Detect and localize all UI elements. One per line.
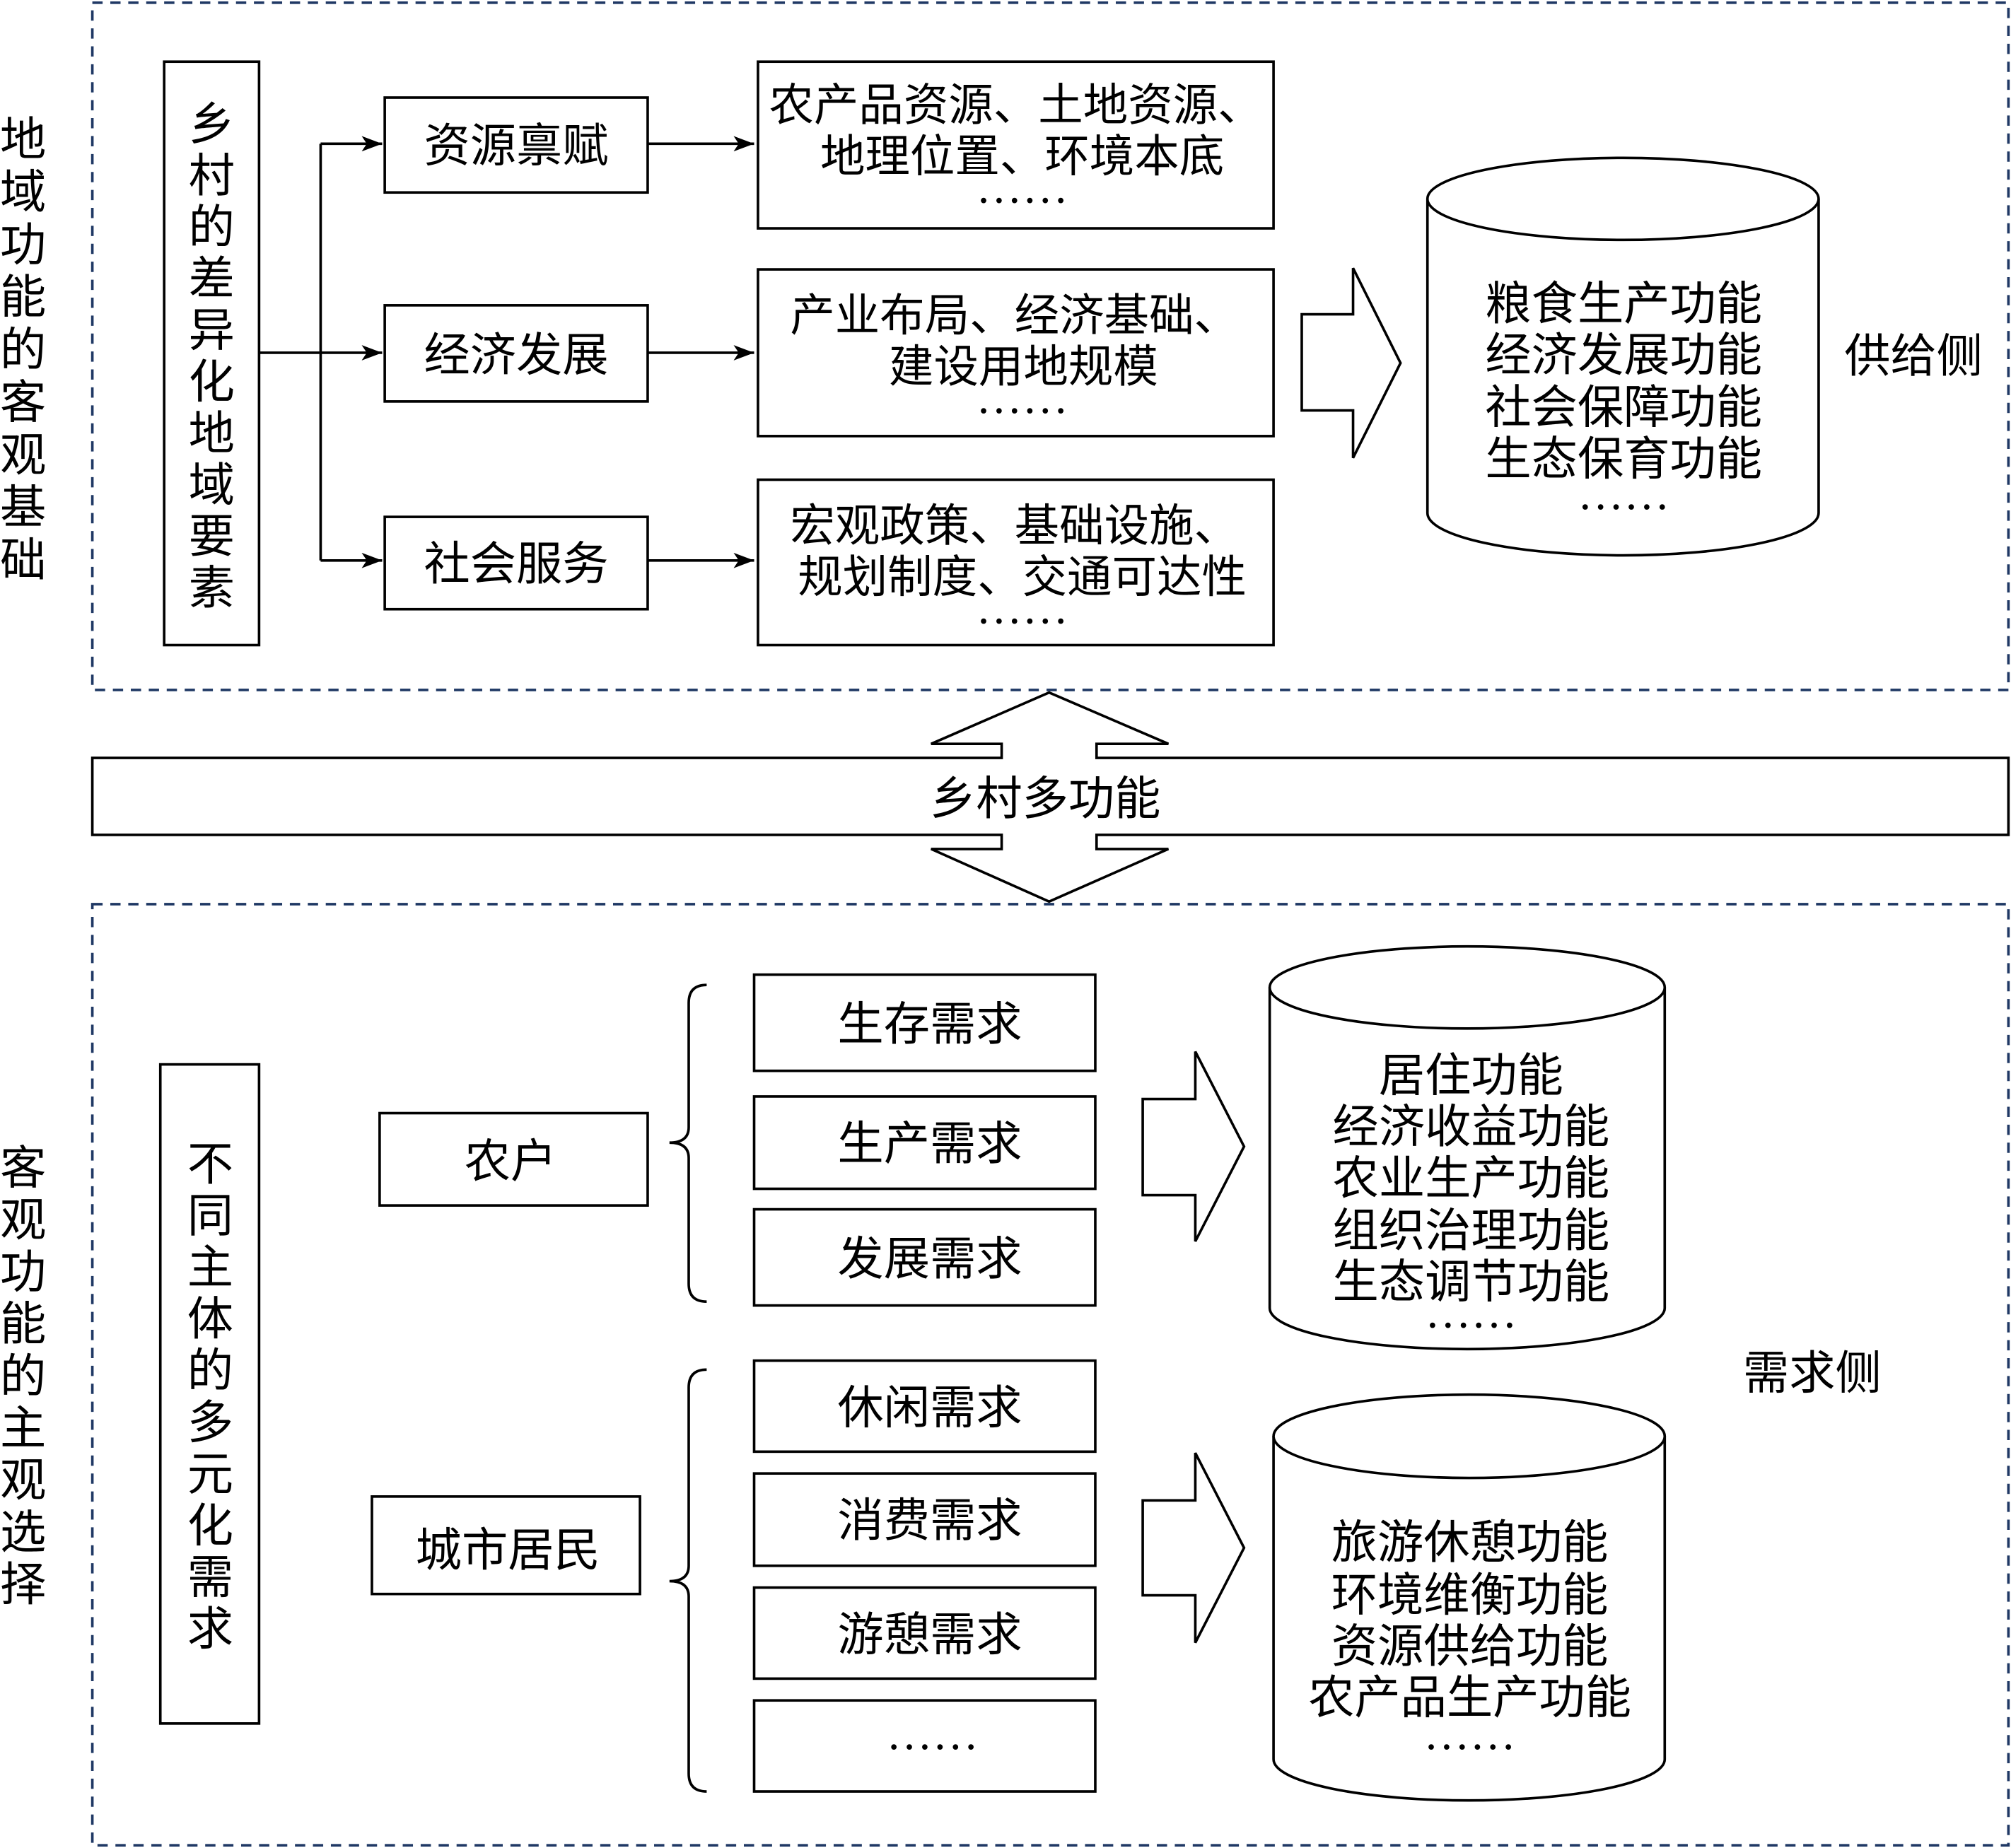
detail-line: 产业布局、经济基础、 bbox=[790, 291, 1239, 341]
center-label: 乡村多功能 bbox=[930, 774, 1160, 825]
function-item: 旅游休憩功能 bbox=[1331, 1518, 1609, 1569]
category-label: 经济发展 bbox=[424, 330, 608, 381]
detail-ellipsis: …… bbox=[976, 163, 1068, 214]
detail-ellipsis: …… bbox=[976, 583, 1068, 634]
function-item: 农业生产功能 bbox=[1333, 1154, 1610, 1205]
function-ellipsis: …… bbox=[1423, 1709, 1516, 1760]
function-item: 生态保育功能 bbox=[1485, 434, 1762, 485]
block-arrow-to-urban-functions bbox=[1141, 1452, 1246, 1644]
category-box bbox=[383, 515, 649, 611]
cylinder-top bbox=[1268, 945, 1667, 1030]
detail-line: 宏观政策、基础设施、 bbox=[790, 501, 1239, 551]
cylinder-top bbox=[1272, 1393, 1667, 1480]
function-item: 居住功能 bbox=[1379, 1051, 1563, 1102]
detail-line: 地理位置、环境本底 bbox=[820, 131, 1224, 182]
detail-ellipsis: …… bbox=[976, 373, 1068, 423]
group-brace bbox=[669, 983, 707, 1303]
need-box bbox=[752, 1472, 1097, 1567]
need-box bbox=[752, 1699, 1097, 1793]
cylinder-body bbox=[1272, 1436, 1667, 1802]
function-item: 经济收益功能 bbox=[1333, 1102, 1610, 1153]
detail-box bbox=[757, 60, 1275, 230]
need-box bbox=[752, 1207, 1097, 1307]
block-arrow-to-farmer-functions bbox=[1141, 1051, 1246, 1242]
category-label: 社会服务 bbox=[424, 539, 608, 590]
function-item: 经济发展功能 bbox=[1485, 330, 1762, 381]
function-item: 社会保障功能 bbox=[1485, 383, 1762, 434]
need-label: 生存需求 bbox=[837, 1000, 1022, 1051]
detail-box bbox=[757, 268, 1275, 438]
factor-box: 乡村的差异化地域要素 bbox=[163, 60, 261, 647]
function-item: 组织治理功能 bbox=[1333, 1206, 1610, 1257]
need-label: 消费需求 bbox=[837, 1496, 1022, 1547]
farmer-functions-cylinder: 居住功能 经济收益功能 农业生产功能 组织治理功能 生态调节功能 …… bbox=[1268, 945, 1667, 1351]
category-economy: 经济发展 产业布局、经济基础、 建设用地规模 …… bbox=[383, 268, 1275, 438]
need-box bbox=[752, 973, 1097, 1072]
subject-box-label: 不同主体的多元化需求 bbox=[187, 1140, 233, 1656]
function-item: 环境维衡功能 bbox=[1331, 1570, 1609, 1621]
need-box bbox=[752, 1095, 1097, 1191]
subject-label: 城市居民 bbox=[416, 1526, 600, 1577]
demand-section: 客观功能的主观选择 不同主体的多元化需求 农户 生存需求 生产需求 发展需求 居… bbox=[0, 903, 2010, 1847]
supply-functions-cylinder: 粮食生产功能 经济发展功能 社会保障功能 生态保育功能 …… bbox=[1426, 156, 1820, 557]
subject-box: 不同主体的多元化需求 bbox=[158, 1063, 261, 1725]
cylinder-body bbox=[1268, 987, 1667, 1351]
group-brace bbox=[669, 1368, 707, 1793]
supply-side-label: 地域功能的客观基础 bbox=[0, 115, 46, 587]
subject-box-small bbox=[378, 1111, 649, 1207]
category-label: 资源禀赋 bbox=[424, 122, 608, 172]
block-arrow-to-supply-functions bbox=[1300, 267, 1402, 459]
group-farmers: 农户 生存需求 生产需求 发展需求 居住功能 经济收益功能 农业生产功能 组织治… bbox=[378, 945, 1667, 1351]
function-item: 农产品生产功能 bbox=[1308, 1673, 1631, 1724]
supply-dashed-frame bbox=[91, 1, 2010, 691]
category-resource: 资源禀赋 农产品资源、土地资源、 地理位置、环境本底 …… bbox=[383, 60, 1275, 230]
need-box bbox=[752, 1586, 1097, 1680]
cylinder-body bbox=[1426, 199, 1820, 557]
detail-line: 农产品资源、土地资源、 bbox=[769, 81, 1262, 131]
urban-functions-cylinder: 旅游休憩功能 环境维衡功能 资源供给功能 农产品生产功能 …… bbox=[1272, 1393, 1667, 1802]
function-item: 粮食生产功能 bbox=[1485, 279, 1762, 330]
demand-dashed-frame bbox=[91, 903, 2010, 1847]
need-box bbox=[752, 1359, 1097, 1454]
detail-line: 规划制度、交通可达性 bbox=[798, 552, 1247, 602]
function-item: 生态调节功能 bbox=[1333, 1258, 1610, 1309]
supply-section: 地域功能的客观基础 乡村的差异化地域要素 资源禀赋 农产品资源、土地资源、 地理… bbox=[0, 1, 2010, 691]
need-label: 休闲需求 bbox=[837, 1383, 1022, 1434]
need-label: 游憩需求 bbox=[837, 1610, 1022, 1661]
factor-box-frame bbox=[163, 60, 261, 647]
subject-label: 农户 bbox=[465, 1137, 557, 1188]
detail-box bbox=[757, 478, 1275, 647]
category-social: 社会服务 宏观政策、基础设施、 规划制度、交通可达性 …… bbox=[383, 478, 1275, 647]
demand-side-tag: 需求侧 bbox=[1743, 1348, 1882, 1399]
detail-line: 建设用地规模 bbox=[889, 342, 1158, 392]
function-ellipsis: …… bbox=[1425, 1287, 1517, 1338]
subject-box-frame bbox=[158, 1063, 261, 1725]
function-ellipsis: …… bbox=[1578, 469, 1670, 520]
center-multifunction-bar: 乡村多功能 bbox=[91, 691, 2010, 903]
need-label: 生产需求 bbox=[837, 1119, 1022, 1170]
need-ellipsis: …… bbox=[886, 1709, 979, 1760]
category-box bbox=[383, 96, 649, 194]
need-label: 发展需求 bbox=[837, 1234, 1022, 1285]
cylinder-top bbox=[1426, 156, 1820, 242]
demand-side-label: 客观功能的主观选择 bbox=[0, 1143, 46, 1610]
supply-side-tag: 供给侧 bbox=[1844, 332, 1983, 382]
subject-box-small bbox=[371, 1495, 641, 1596]
factor-connectors bbox=[259, 136, 383, 568]
function-item: 资源供给功能 bbox=[1331, 1622, 1609, 1673]
double-arrow-bar bbox=[91, 691, 2010, 903]
group-urban-residents: 城市居民 休闲需求 消费需求 游憩需求 …… 旅游休憩功能 环境维衡功能 资源供… bbox=[371, 1359, 1667, 1802]
category-box bbox=[383, 304, 649, 403]
factor-box-label: 乡村的差异化地域要素 bbox=[189, 100, 235, 614]
